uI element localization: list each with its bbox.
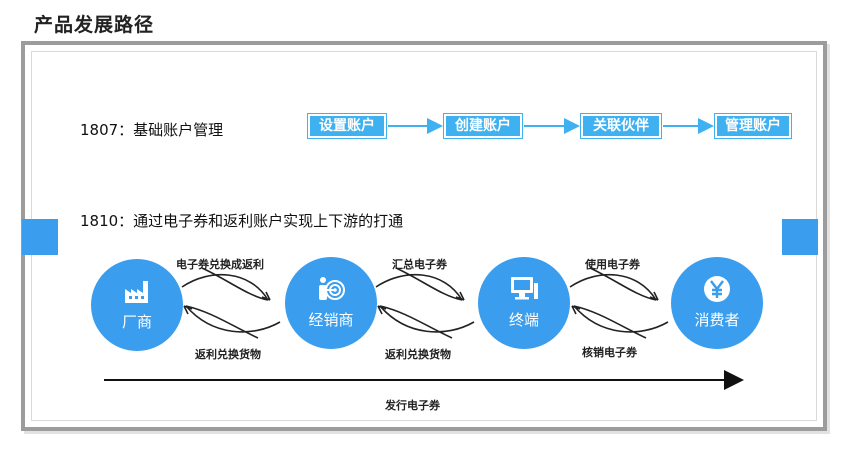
flow-label-rebate-for-goods-1: 返利兑换货物 xyxy=(195,348,261,361)
step-link-partner: 关联伙伴 xyxy=(581,114,661,138)
target-icon xyxy=(319,277,345,300)
yen-coin-icon xyxy=(704,276,730,302)
node-terminal: 终端 xyxy=(478,257,570,349)
page-title: 产品发展路径 xyxy=(34,14,155,36)
step-manage-account: 管理账户 xyxy=(715,114,791,138)
exchange-arrows xyxy=(181,267,669,339)
flow-label-use-coupons: 使用电子券 xyxy=(585,258,640,271)
flow-label-coupon-to-rebate: 电子券兑换成返利 xyxy=(176,258,264,271)
stage-1810-label: 1810：通过电子券和返利账户实现上下游的打通 xyxy=(80,212,404,230)
flow-label-aggregate-coupons: 汇总电子券 xyxy=(392,258,447,271)
flow-label-redeem-coupons: 核销电子券 xyxy=(582,346,637,359)
flow-label-issue-coupons: 发行电子券 xyxy=(385,399,440,412)
node-distributor: 经销商 xyxy=(285,257,377,349)
node-label: 经销商 xyxy=(308,311,354,329)
stage-1807-label: 1807：基础账户管理 xyxy=(80,121,224,139)
node-label: 消费者 xyxy=(694,311,740,329)
node-label: 厂商 xyxy=(121,313,152,331)
step-setup-account: 设置账户 xyxy=(308,114,386,138)
node-manufacturer: 厂商 xyxy=(91,259,183,351)
flow-label-rebate-for-goods-2: 返利兑换货物 xyxy=(385,348,451,361)
step-create-account: 创建账户 xyxy=(444,114,522,138)
node-consumer: 消费者 xyxy=(671,257,763,349)
monitor-icon xyxy=(511,277,538,300)
left-side-tab xyxy=(22,219,58,255)
factory-icon xyxy=(125,281,148,303)
right-side-tab xyxy=(782,219,818,255)
node-label: 终端 xyxy=(508,311,539,329)
